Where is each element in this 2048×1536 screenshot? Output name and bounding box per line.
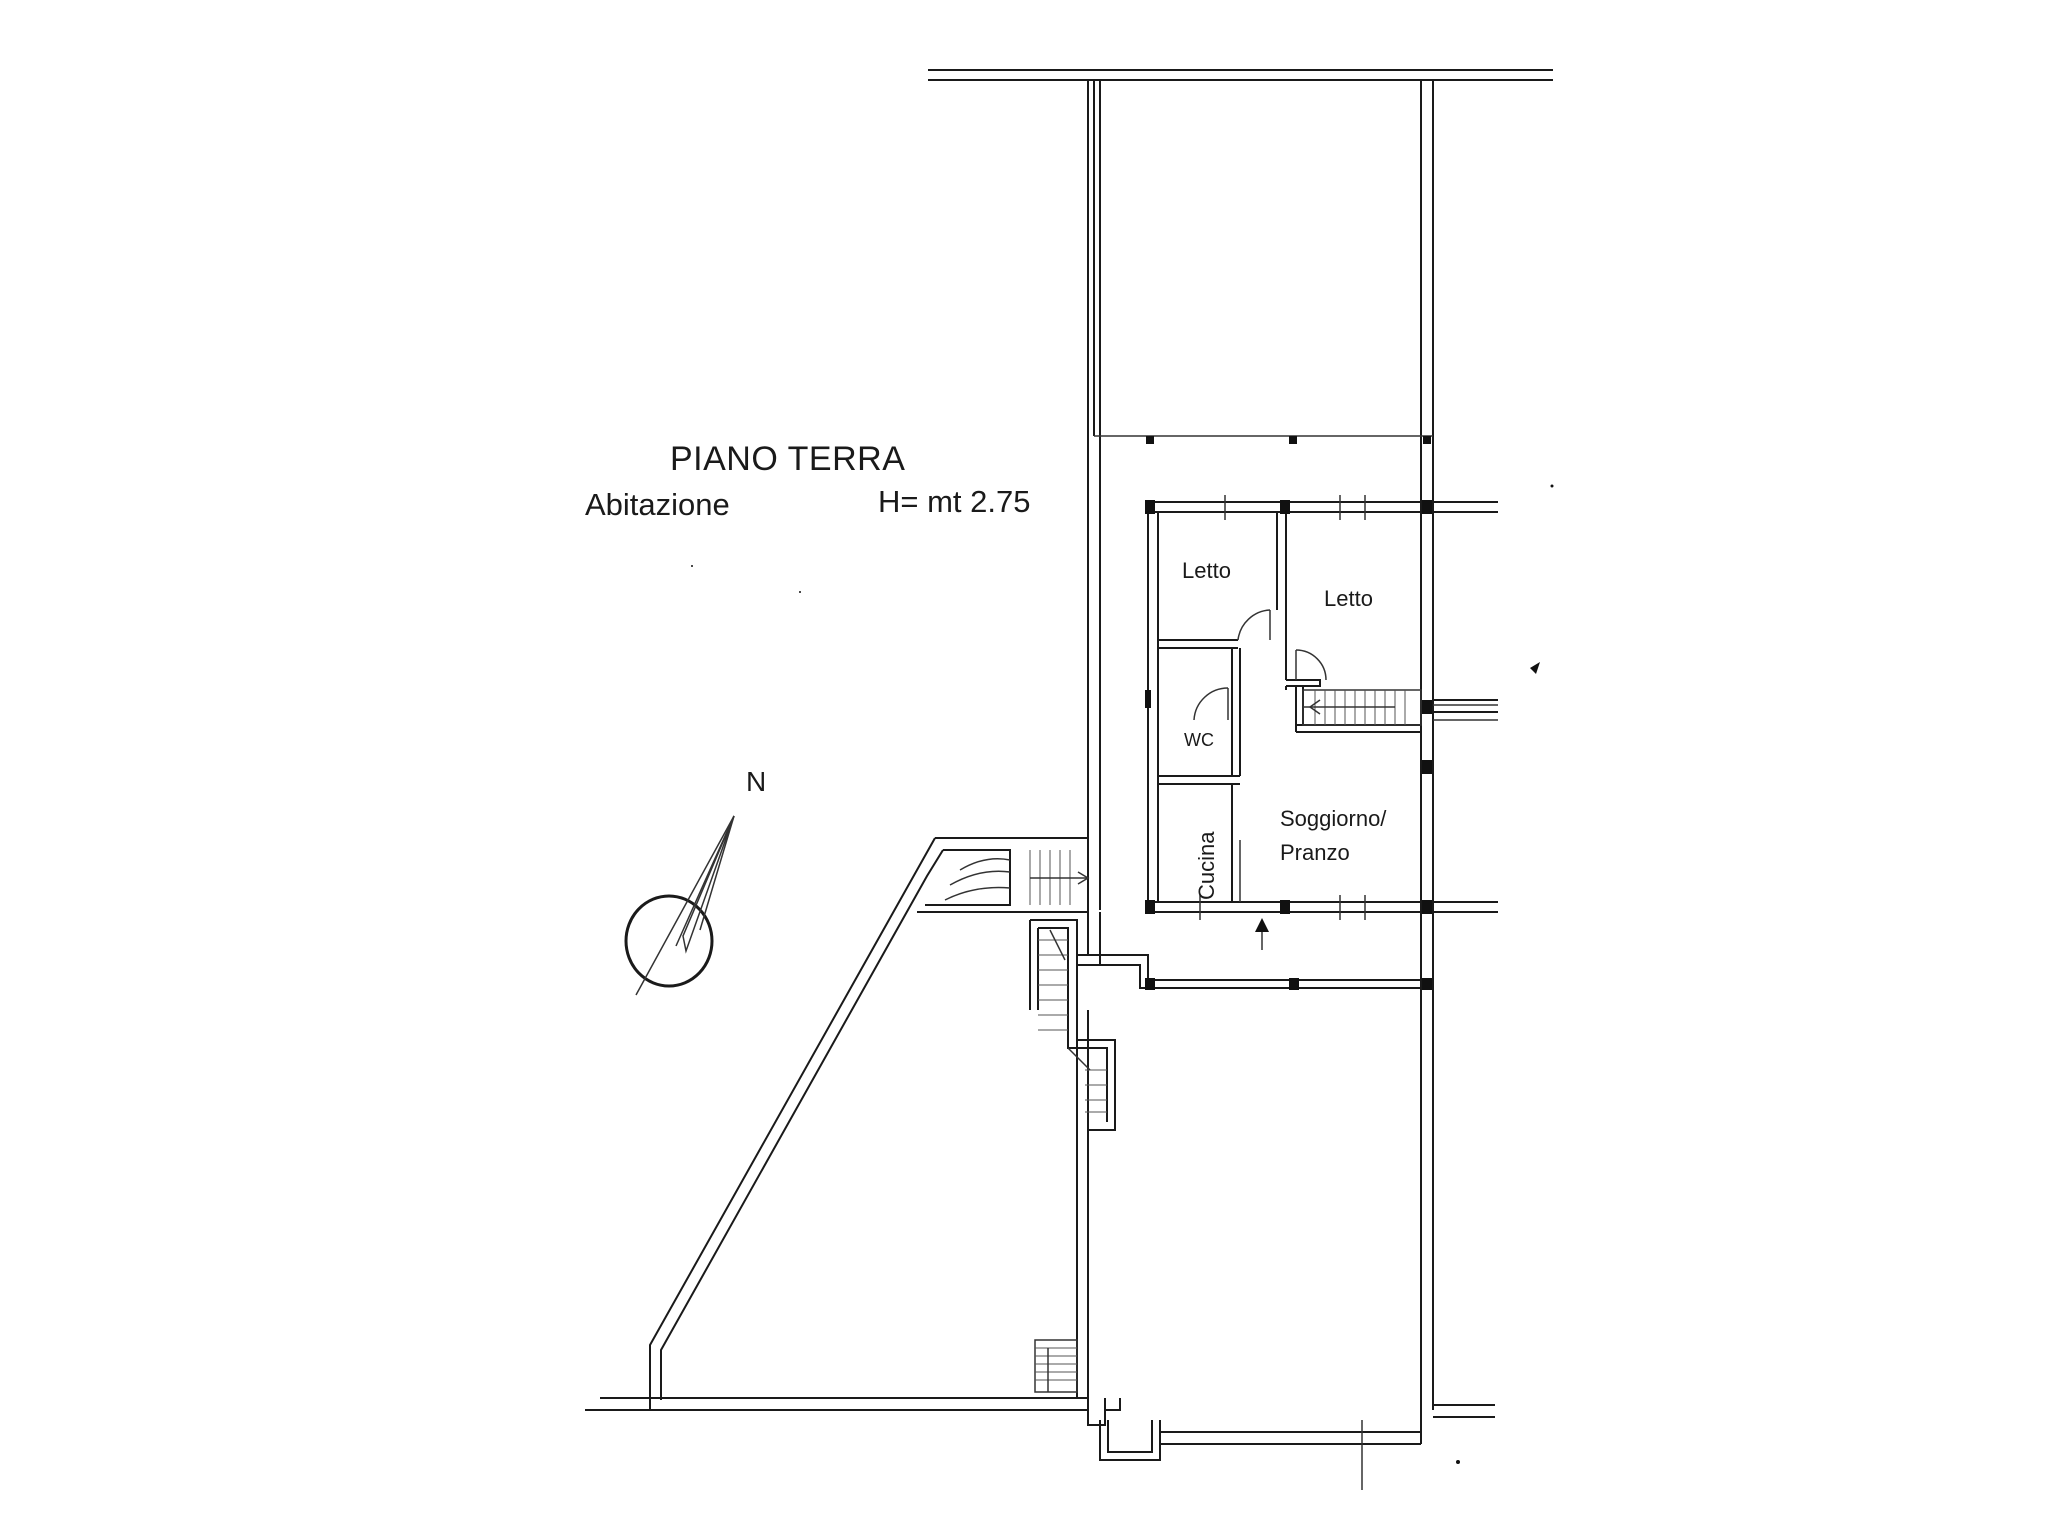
compass-north-label: N — [746, 766, 766, 797]
plan-title: PIANO TERRA — [670, 440, 905, 478]
compass: N — [624, 766, 766, 996]
outer-boundary — [585, 69, 1553, 1490]
room-label-letto-small: Letto — [1182, 558, 1231, 583]
scan-marks — [691, 484, 1554, 1464]
window-marks — [1199, 495, 1366, 920]
house-walls — [1077, 501, 1498, 989]
room-label-letto-large: Letto — [1324, 586, 1373, 611]
structural-posts — [1145, 436, 1432, 990]
external-l-stair — [1029, 919, 1116, 1131]
external-winding-stair — [917, 837, 1090, 913]
door-swings — [1193, 609, 1327, 950]
room-label-soggiorno: Soggiorno/ — [1280, 806, 1387, 831]
room-label-cucina: Cucina — [1194, 831, 1219, 900]
internal-stair — [1302, 689, 1498, 726]
room-label-pranzo: Pranzo — [1280, 840, 1350, 865]
plan-subtitle-use: Abitazione — [585, 487, 730, 522]
room-label-wc: WC — [1184, 730, 1214, 750]
plan-subtitle-height: H= mt 2.75 — [878, 484, 1031, 519]
bottom-small-stair — [1034, 1339, 1078, 1393]
